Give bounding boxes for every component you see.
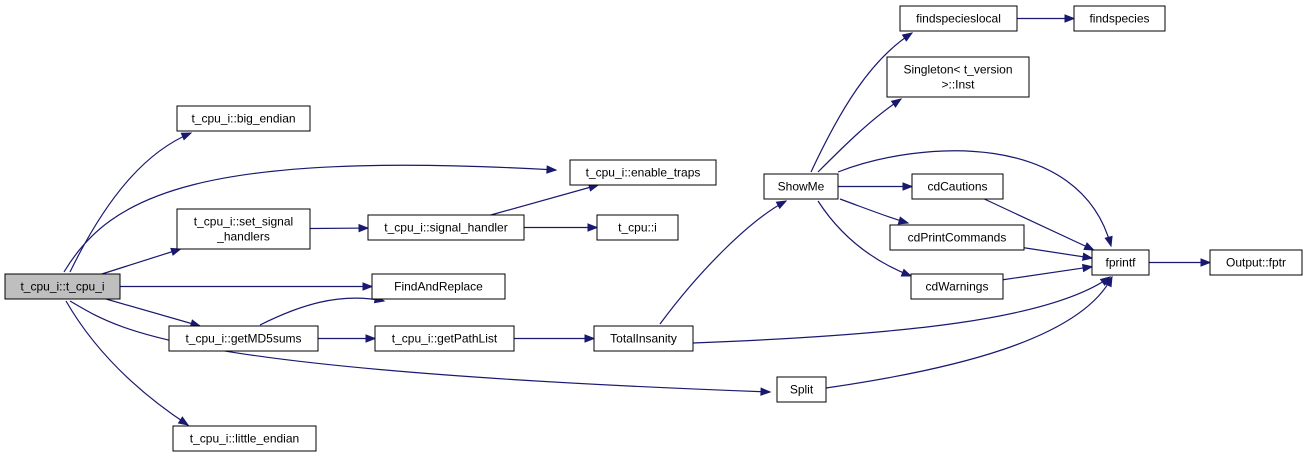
node-box	[593, 325, 694, 352]
node-label: t_cpu::i	[618, 221, 657, 235]
edge-Split-to-fprintf	[825, 275, 1113, 389]
node-box	[176, 208, 311, 250]
edge-getPathList-to-TotalInsanity	[514, 334, 596, 343]
node-label: t_cpu_i::little_endian	[190, 432, 299, 446]
node-fprintf[interactable]: fprintf	[1091, 249, 1150, 276]
node-box	[910, 273, 1004, 300]
node-enable_traps[interactable]: t_cpu_i::enable_traps	[569, 159, 717, 186]
node-big_endian[interactable]: t_cpu_i::big_endian	[176, 105, 311, 132]
edge-cdWarnings-to-fprintf	[1002, 263, 1094, 281]
edge-t_cpu_i_ctor-to-enable_traps	[63, 164, 558, 273]
node-label: t_cpu_i::big_endian	[191, 112, 295, 126]
node-Singleton_Inst[interactable]: Singleton< t_version>::Inst	[886, 56, 1030, 98]
node-label: t_cpu_i::t_cpu_i	[20, 280, 104, 294]
node-TotalInsanity[interactable]: TotalInsanity	[593, 325, 694, 352]
edge-t_cpu_i_ctor-to-little_endian	[65, 300, 190, 426]
node-box	[4, 273, 121, 300]
node-box	[889, 224, 1025, 251]
node-box	[1209, 249, 1303, 276]
edge-t_cpu_i_ctor-to-getMD5sums	[105, 298, 202, 328]
node-box	[596, 214, 679, 241]
edge-ShowMe-to-findspecieslocal	[810, 32, 914, 173]
edge-findspecieslocal-to-findspecies	[1017, 14, 1076, 23]
node-Split[interactable]: Split	[776, 376, 827, 403]
node-label: ShowMe	[778, 180, 825, 194]
edge-TotalInsanity-to-ShowMe	[659, 200, 788, 325]
edge-signal_handler-to-enable_traps	[490, 183, 600, 216]
edge-ShowMe-to-Singleton_Inst	[817, 98, 903, 173]
edge-t_cpu_i_ctor-to-FindAndReplace	[120, 282, 374, 291]
node-label: >::Inst	[941, 78, 975, 92]
node-box	[899, 5, 1018, 32]
node-box	[763, 173, 839, 200]
node-ShowMe[interactable]: ShowMe	[763, 173, 839, 200]
edge-getMD5sums-to-FindAndReplace	[259, 294, 386, 326]
node-findspecies[interactable]: findspecies	[1073, 5, 1166, 32]
node-Output_fptr[interactable]: Output::fptr	[1209, 249, 1303, 276]
node-box	[172, 425, 317, 452]
node-label: Singleton< t_version	[903, 63, 1012, 77]
node-box	[776, 376, 827, 403]
node-t_cpu_i_func[interactable]: t_cpu::i	[596, 214, 679, 241]
node-label: t_cpu_i::enable_traps	[586, 166, 701, 180]
node-set_signal_handlers[interactable]: t_cpu_i::set_signal_handlers	[176, 208, 311, 250]
edge-cdCautions-to-fprintf	[984, 198, 1095, 251]
node-box	[176, 105, 311, 132]
node-getMD5sums[interactable]: t_cpu_i::getMD5sums	[168, 325, 319, 352]
node-label: t_cpu_i::getMD5sums	[185, 332, 301, 346]
node-label: TotalInsanity	[610, 332, 677, 346]
node-label: FindAndReplace	[394, 280, 483, 294]
edge-ShowMe-to-cdPrintCommands	[839, 198, 910, 225]
node-label: t_cpu_i::getPathList	[392, 332, 498, 346]
node-t_cpu_i_ctor[interactable]: t_cpu_i::t_cpu_i	[4, 273, 121, 300]
node-box	[569, 159, 717, 186]
node-label: t_cpu_i::set_signal	[194, 215, 293, 229]
node-label: cdPrintCommands	[908, 231, 1007, 245]
edge-fprintf-to-Output_fptr	[1149, 258, 1212, 267]
edge-TotalInsanity-to-fprintf	[692, 276, 1112, 344]
edge-cdPrintCommands-to-fprintf	[1023, 247, 1094, 261]
node-label: _handlers	[216, 230, 270, 244]
node-findspecieslocal[interactable]: findspecieslocal	[899, 5, 1018, 32]
node-cdWarnings[interactable]: cdWarnings	[910, 273, 1004, 300]
nodes-layer: t_cpu_i::t_cpu_i t_cpu_i::big_endiant_cpu…	[4, 5, 1303, 452]
node-label: findspecieslocal	[916, 12, 1001, 26]
node-label: cdWarnings	[926, 280, 989, 294]
node-little_endian[interactable]: t_cpu_i::little_endian	[172, 425, 317, 452]
node-box	[886, 56, 1030, 98]
node-box	[1073, 5, 1166, 32]
edge-signal_handler-to-t_cpu_i_func	[524, 223, 599, 232]
node-box	[374, 325, 515, 352]
node-label: Split	[790, 383, 814, 397]
node-cdCautions[interactable]: cdCautions	[911, 173, 1004, 200]
node-getPathList[interactable]: t_cpu_i::getPathList	[374, 325, 515, 352]
node-box	[1091, 249, 1150, 276]
node-box	[371, 273, 506, 300]
node-signal_handler[interactable]: t_cpu_i::signal_handler	[367, 214, 525, 241]
node-box	[168, 325, 319, 352]
edge-ShowMe-to-fprintf	[837, 150, 1113, 248]
node-label: cdCautions	[927, 180, 987, 194]
node-box	[367, 214, 525, 241]
node-label: findspecies	[1089, 12, 1149, 26]
node-cdPrintCommands[interactable]: cdPrintCommands	[889, 224, 1025, 251]
edge-ShowMe-to-cdWarnings	[817, 200, 913, 277]
edge-getMD5sums-to-getPathList	[318, 334, 377, 343]
edge-ShowMe-to-cdCautions	[838, 182, 914, 191]
node-label: t_cpu_i::signal_handler	[384, 221, 507, 235]
node-FindAndReplace[interactable]: FindAndReplace	[371, 273, 506, 300]
edge-set_signal_handlers-to-signal_handler	[309, 223, 370, 233]
node-label: Output::fptr	[1226, 256, 1286, 270]
node-label: fprintf	[1105, 256, 1136, 270]
node-box	[911, 173, 1004, 200]
edge-t_cpu_i_ctor-to-set_signal_handlers	[101, 247, 182, 275]
